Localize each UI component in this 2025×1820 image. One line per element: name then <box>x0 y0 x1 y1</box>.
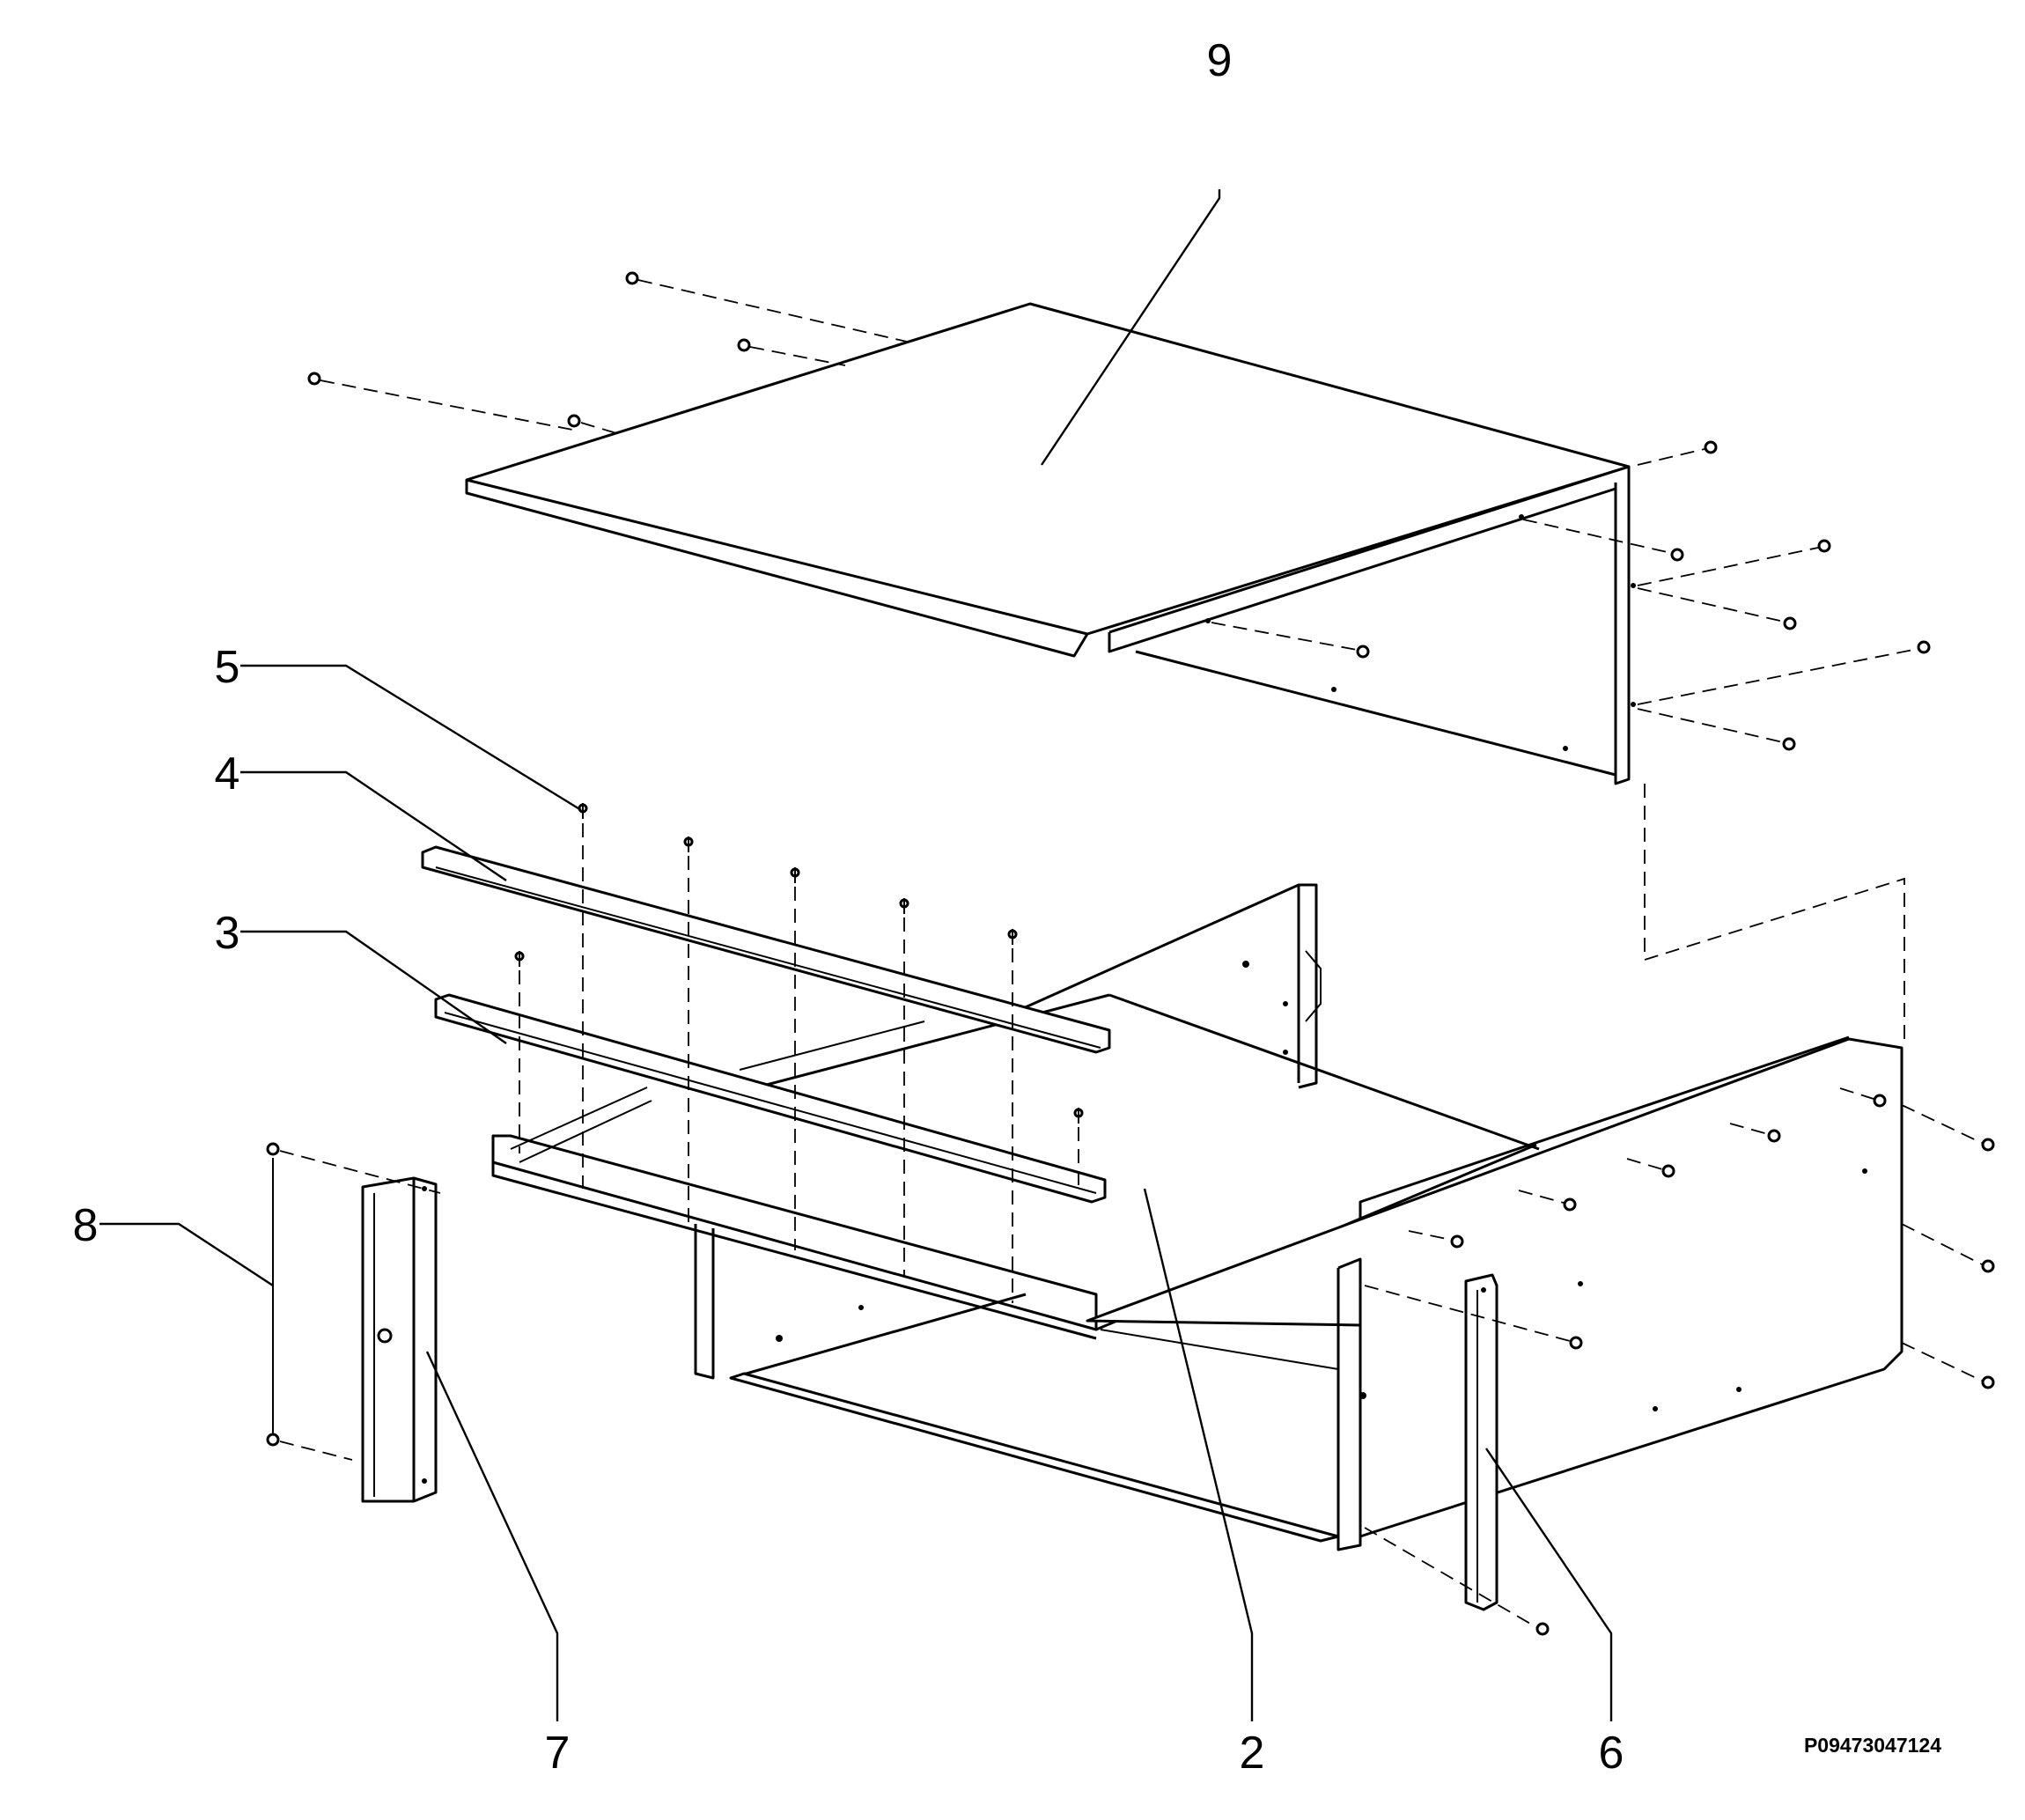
callout-2: 2 <box>1240 1728 1265 1779</box>
mounting-pins <box>514 803 1084 1303</box>
left-post-screws <box>266 1142 441 1461</box>
upper-support-rail <box>421 845 1111 1054</box>
callout-5: 5 <box>215 642 240 693</box>
top-panel-screws <box>307 271 1931 751</box>
top-cover-panel <box>465 302 1636 785</box>
callout-9: 9 <box>1207 35 1233 86</box>
assembly-connector-line <box>1644 784 1905 1039</box>
drawing-code: P09473047124 <box>1804 1734 1941 1757</box>
callout-8: 8 <box>73 1200 99 1251</box>
left-corner-post <box>361 1176 438 1503</box>
main-enclosure-body <box>491 883 1904 1551</box>
callout-6: 6 <box>1599 1728 1624 1779</box>
lower-support-rail <box>434 993 1107 1204</box>
right-corner-post <box>1464 1273 1498 1611</box>
right-side-screws <box>1364 1087 1995 1636</box>
callout-7: 7 <box>545 1728 571 1779</box>
leader-lines <box>99 189 1613 1721</box>
callout-4: 4 <box>215 748 240 799</box>
callout-3: 3 <box>215 908 240 959</box>
